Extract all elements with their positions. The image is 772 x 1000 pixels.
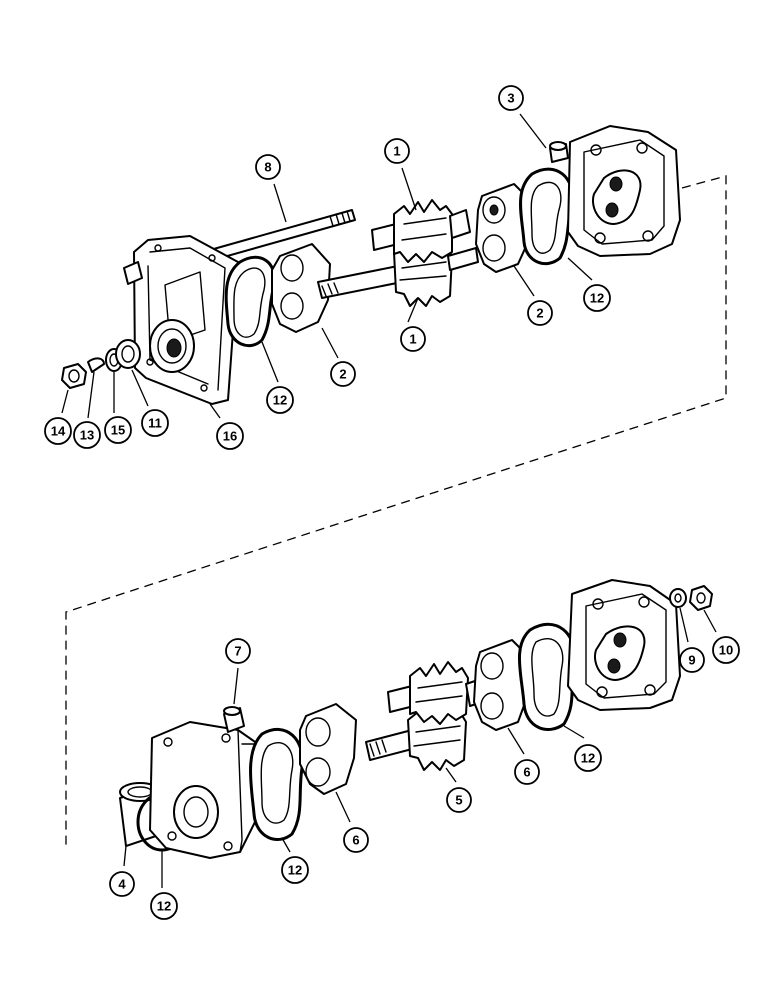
svg-text:15: 15 — [111, 423, 125, 438]
callout-4: 4 — [109, 871, 135, 897]
nut-10 — [689, 585, 713, 611]
callout-9: 9 — [679, 647, 705, 673]
driven-gear-1-upper — [371, 199, 471, 263]
callout-12-sleeve: 12 — [150, 892, 178, 920]
key-13 — [87, 357, 105, 373]
rear-housing-lower — [567, 579, 681, 711]
callout-14: 14 — [44, 417, 72, 445]
callout-12-upper-right: 12 — [583, 284, 611, 312]
svg-text:4: 4 — [118, 877, 126, 892]
callout-12-lower-right: 12 — [574, 744, 602, 772]
callout-7: 7 — [225, 638, 251, 664]
svg-text:11: 11 — [148, 416, 162, 431]
svg-text:2: 2 — [536, 306, 543, 321]
bearing-block-2-left — [271, 243, 331, 333]
callout-6-right: 6 — [514, 759, 540, 785]
svg-text:7: 7 — [234, 644, 241, 659]
dowel-7 — [223, 706, 245, 733]
callout-1-lower: 1 — [400, 326, 426, 352]
callout-15: 15 — [104, 416, 132, 444]
seal-12-upper-left — [224, 255, 277, 347]
nut-14 — [61, 363, 87, 389]
callout-13: 13 — [73, 421, 101, 449]
svg-text:13: 13 — [80, 428, 94, 443]
leader-lines — [61, 113, 717, 888]
svg-text:1: 1 — [393, 144, 400, 159]
svg-text:2: 2 — [339, 367, 346, 382]
callout-5: 5 — [446, 787, 472, 813]
svg-text:6: 6 — [523, 765, 530, 780]
callout-8: 8 — [255, 154, 281, 180]
callout-2-right: 2 — [527, 300, 553, 326]
svg-text:12: 12 — [273, 393, 287, 408]
washer-9 — [669, 588, 687, 608]
bearing-11 — [115, 339, 141, 369]
svg-text:10: 10 — [719, 643, 733, 658]
svg-text:16: 16 — [223, 429, 237, 444]
front-cover-16 — [123, 235, 239, 405]
seal-12-lower-left — [249, 727, 304, 841]
callout-12-lower-left: 12 — [281, 856, 309, 884]
front-housing-lower — [149, 721, 259, 859]
svg-text:14: 14 — [51, 424, 66, 439]
callout-2-left: 2 — [330, 361, 356, 387]
svg-text:3: 3 — [507, 91, 514, 106]
dowel-3 — [549, 141, 569, 163]
gear-5-lower — [365, 661, 489, 771]
stud-8 — [202, 209, 356, 263]
seal-12-lower-right — [518, 622, 576, 731]
svg-text:12: 12 — [288, 863, 302, 878]
callout-1-upper: 1 — [384, 138, 410, 164]
svg-text:12: 12 — [581, 751, 595, 766]
svg-text:12: 12 — [157, 899, 171, 914]
callout-16: 16 — [216, 422, 244, 450]
callout-12-upper-left: 12 — [266, 386, 294, 414]
svg-text:1: 1 — [409, 332, 416, 347]
seal-12-upper-right — [519, 167, 574, 265]
svg-text:6: 6 — [352, 833, 359, 848]
callout-3: 3 — [498, 85, 524, 111]
svg-text:8: 8 — [264, 160, 271, 175]
assembly-divider-line — [65, 175, 727, 850]
svg-text:9: 9 — [688, 653, 695, 668]
svg-text:12: 12 — [590, 291, 604, 306]
callout-11: 11 — [141, 409, 169, 437]
callout-6-left: 6 — [343, 827, 369, 853]
bearing-block-6-left — [299, 703, 357, 795]
rear-housing-upper — [567, 125, 681, 257]
callout-10: 10 — [712, 636, 740, 664]
svg-text:5: 5 — [455, 793, 462, 808]
